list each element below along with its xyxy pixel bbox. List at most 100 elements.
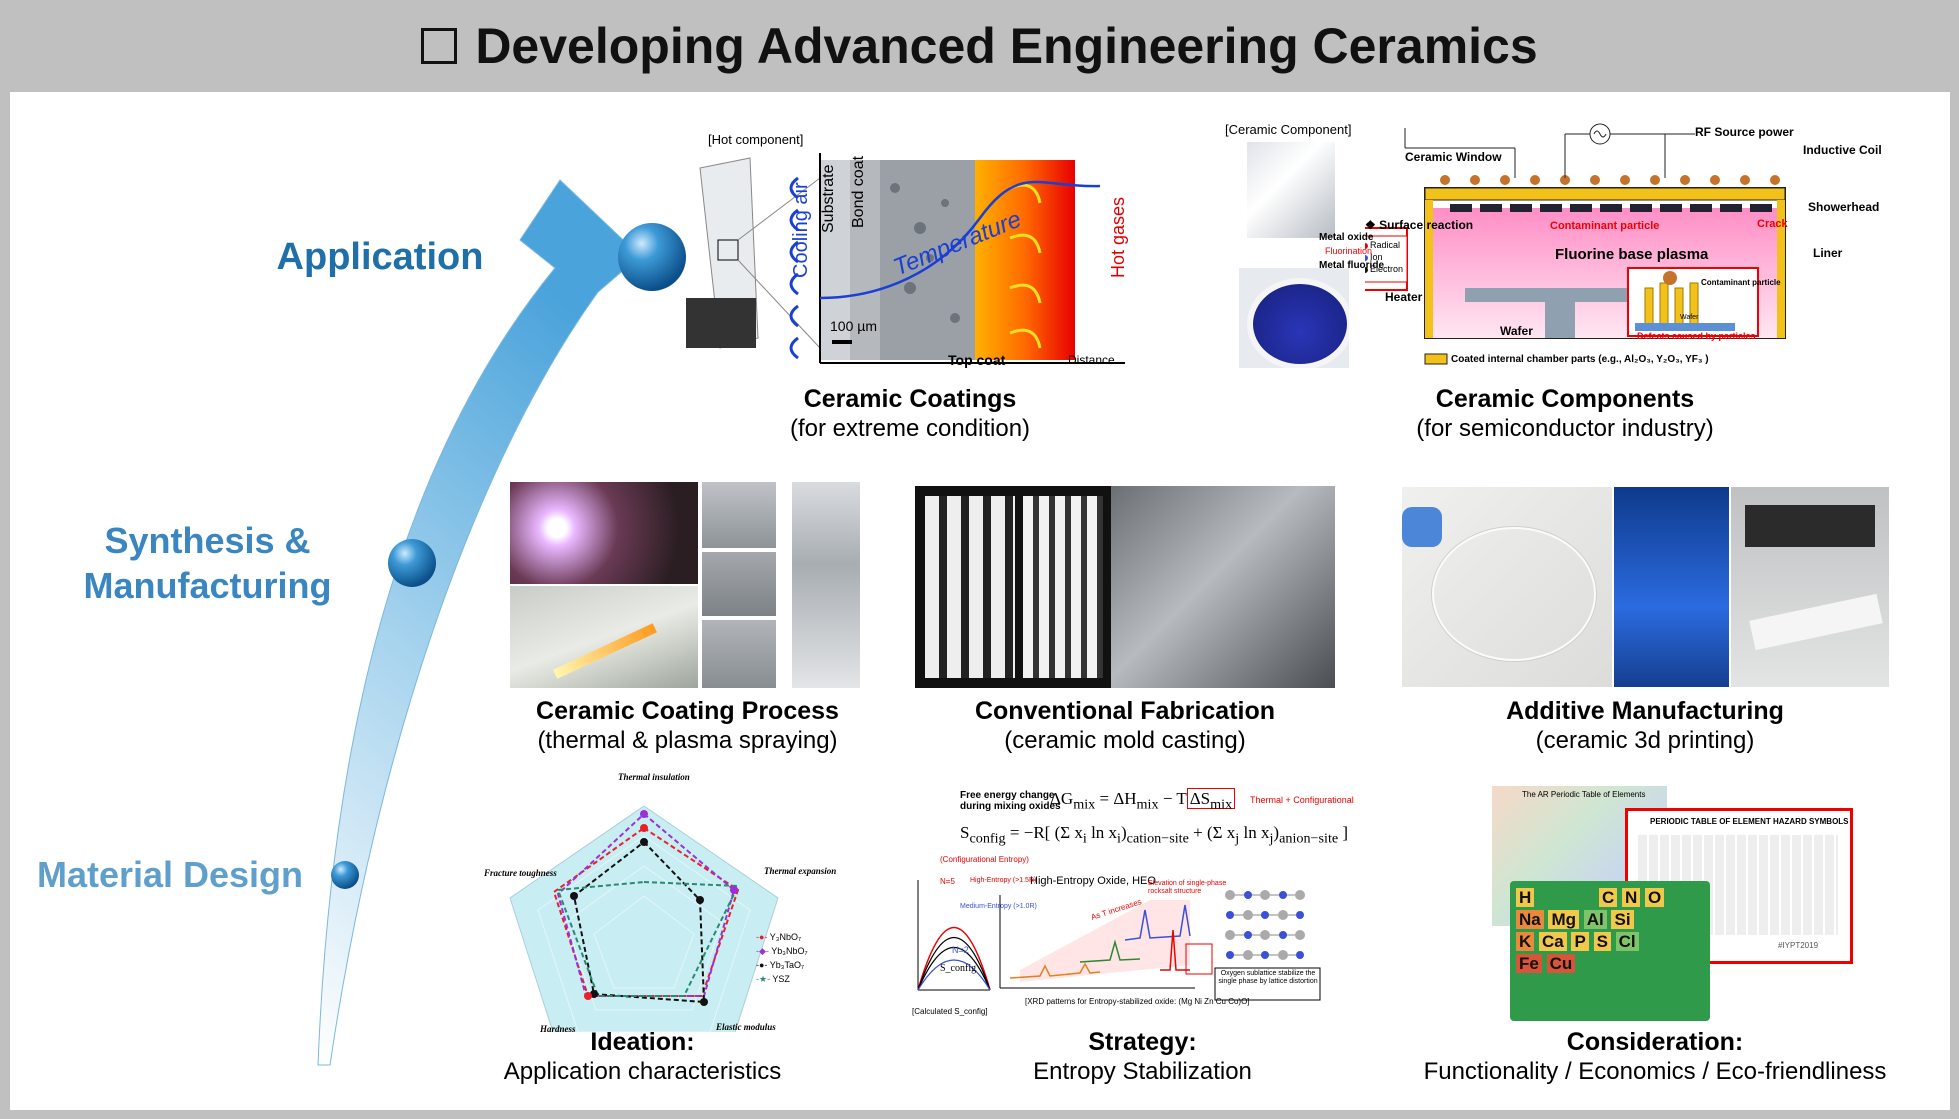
3d-printer-photo [1614,487,1729,687]
micrograph-1 [702,482,776,548]
component-photo-glove [1247,142,1335,238]
plasma-label: Fluorine base plasma [1555,246,1709,263]
stage-dot-synthesis [388,539,436,587]
showerhead-label: Showerhead [1808,200,1880,214]
arrow-body [317,179,641,1066]
ion-label: Ion [1370,252,1383,262]
iypt-label: #IYPT2019 [1778,941,1819,950]
ideation-caption: Ideation: Application characteristics [503,1028,782,1085]
legend-item: -★- YSZ [756,974,790,984]
contaminant-particle-label: Contaminant particle [1550,220,1660,232]
additive-caption: Additive Manufacturing (ceramic 3d print… [1506,697,1784,754]
element-tile: Ca [1539,932,1567,951]
components-caption: Ceramic Components (for semiconductor in… [1416,385,1714,442]
strategy-plots [917,880,1321,1001]
oxygen-sublattice-label: Oxygen sublattice stabilize the single p… [1218,970,1318,985]
stage-label-application: Application [276,236,484,278]
element-tile: Fe [1516,954,1542,973]
element-tile: Cl [1615,932,1639,951]
hot-component-label: [Hot component] [708,132,804,147]
coatings-diagram [686,153,1125,364]
metal-oxide-label: Metal oxide [1319,232,1374,243]
consideration-caption: Consideration: Functionality / Economics… [1423,1028,1887,1085]
radar-axis-hardness: Hardness [540,1024,576,1034]
casting-machine-photo [1111,486,1335,688]
coating-process-photos [510,482,860,688]
legend-item: -◆- Yb₃NbO₇ [756,946,808,956]
coatings-caption: Ceramic Coatings (for extreme condition) [789,385,1031,442]
element-tile: Mg [1548,910,1580,929]
configurational-entropy-label: (Configurational Entropy) [940,855,1029,864]
micrograph-3 [702,620,776,688]
plasma-chamber-diagram [1365,123,1786,365]
thermal-spray-photo [510,586,698,688]
radar-axis-fracture-toughness: Fracture toughness [484,868,557,878]
ideation-radar-chart [509,805,779,1032]
heo-label: High-Entropy Oxide, HEO [1030,875,1156,887]
bond-coat-label: Bond coat [850,155,867,228]
conventional-fabrication-photos [915,486,1335,688]
wafer-label: Wafer [1500,324,1533,338]
element-tile: Si [1611,910,1634,929]
element-tile: N [1622,888,1641,907]
legend-item: -●- Y₃NbO₇ [756,932,802,942]
high-entropy-label: High-Entropy (>1.5R) [970,877,1037,884]
element-scarcity-table-image: H C N O Na Mg Al Si K Ca P S Cl Fe Cu [1510,881,1710,1021]
hazard-table-label: PERIODIC TABLE OF ELEMENT HAZARD SYMBOLS [1650,817,1849,826]
element-tile: Al [1583,910,1607,929]
radar-axis-elastic-modulus: Elastic modulus [716,1022,776,1032]
liner-label: Liner [1813,246,1843,260]
metal-fluoride-label: Metal fluoride [1319,260,1385,271]
n5-label: N=5 [940,877,955,886]
page-title-text: Developing Advanced Engineering Ceramics [475,18,1538,74]
rf-source-label: RF Source power [1695,125,1794,139]
additive-manufacturing-photos [1402,487,1889,687]
plasma-spray-photo [510,482,698,584]
inductive-coil-label: Inductive Coil [1803,143,1882,157]
element-tile: O [1645,888,1665,907]
fluorination-label: Fluorination [1325,246,1373,256]
element-tile: Cu [1546,954,1576,973]
electron-label: Electron [1370,264,1404,274]
ceramic-part-photo-1 [925,496,1015,678]
stage-dot-application [618,223,686,291]
coating-process-caption: Ceramic Coating Process (thermal & plasm… [536,697,839,754]
heater-label: Heater [1385,290,1423,304]
radar-axis-thermal-expansion: Thermal expansion [764,866,837,876]
micrograph-2 [702,552,776,616]
substrate-label: Substrate [820,164,837,233]
element-tile: C [1599,888,1618,907]
xrd-label: [XRD patterns for Entropy-stabilized oxi… [1025,997,1250,1006]
crack-label: Crack [1757,218,1788,230]
radar-axis-thermal-insulation: Thermal insulation [618,772,690,782]
contaminant-particle-small-label: Contaminant particle [1701,278,1781,287]
ar-table-label: The AR Periodic Table of Elements [1522,790,1646,799]
ceramic-part-photo-2 [1023,496,1103,678]
components-figure: [Ceramic Component] [1225,118,1895,374]
stage-label-material-design: Material Design [36,854,304,895]
s-config-label: S_config [940,963,977,974]
ceramic-component-label: [Ceramic Component] [1225,122,1352,137]
coated-parts-label: Coated internal chamber parts (e.g., Al₂… [1451,354,1709,365]
element-tile: P [1571,932,1589,951]
component-photo-bowl [1239,268,1349,368]
surface-reaction-label: ❖ Surface reaction [1365,218,1474,232]
n2-label: N=2 [952,945,969,955]
element-tile: Na [1516,910,1544,929]
elevation-label: Elevation of single-phase rocksalt struc… [1148,880,1227,895]
cooling-air-label: Cooling air [790,182,812,278]
consideration-figure: The AR Periodic Table of Elements PERIOD… [1490,786,1853,1026]
radical-label: Radical [1370,240,1401,250]
element-tile: K [1516,932,1535,951]
legend-item: -●- Yb₃TaO₇ [756,960,805,970]
stage-label-synthesis: Synthesis & Manufacturing [83,520,332,606]
wafer-small-label: Wafer [1680,314,1699,321]
element-tile: H [1516,888,1535,907]
medium-entropy-label: Medium-Entropy (>1.0R) [960,903,1037,910]
micrograph-cross-section [792,482,860,688]
entropy-equation: Sconfig = −R[ (Σ xi ln xi)cation−site + … [960,823,1349,847]
coatings-figure: [Hot component] Cooling air Substrate Bo… [680,118,1140,368]
top-coat-label: Top coat [948,352,1006,368]
element-tiles: H C N O Na Mg Al Si K Ca P S Cl Fe Cu [1516,887,1706,975]
